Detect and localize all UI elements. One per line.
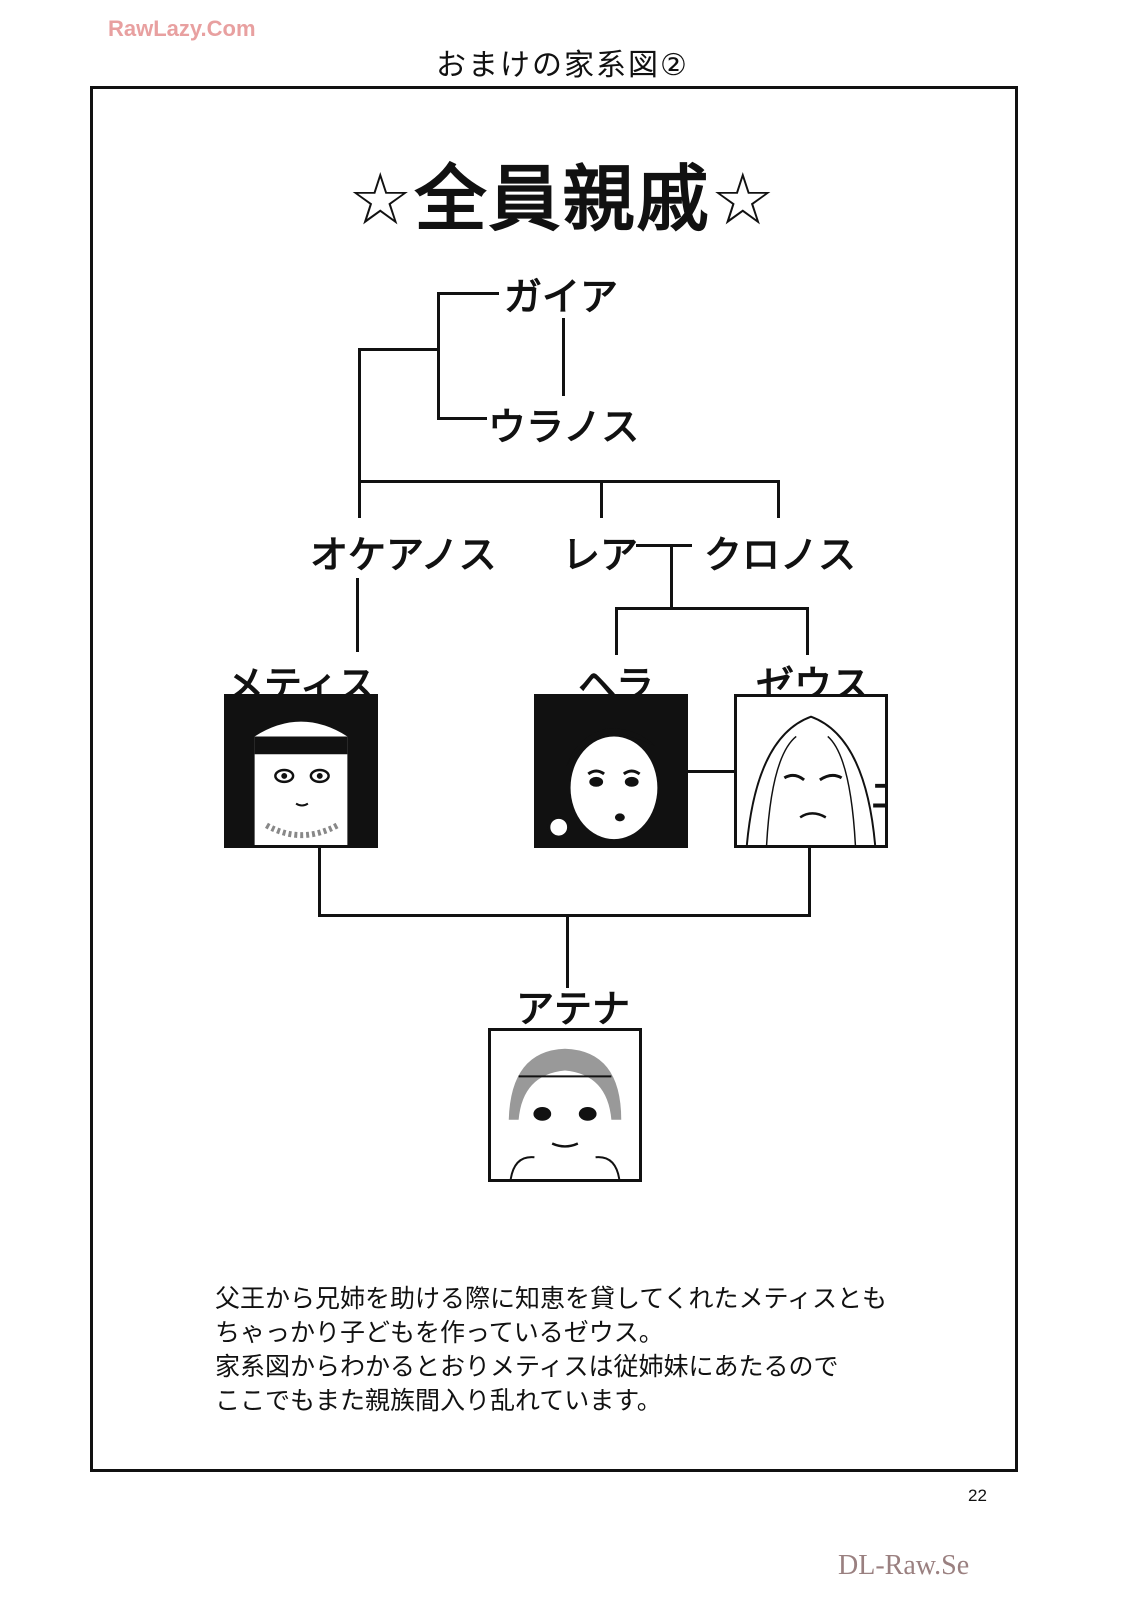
portrait-metis xyxy=(224,694,378,848)
caption-line: ここでもまた親族間入り乱れています。 xyxy=(215,1386,662,1415)
portrait-hera xyxy=(534,694,688,848)
caption-text: 父王から兄姉を助ける際に知恵を貸してくれたメティスとも ちゃっかり子どもを作って… xyxy=(215,1282,975,1418)
diagram-title: ☆全員親戚☆ xyxy=(347,157,778,241)
page-heading: おまけの家系図② xyxy=(436,48,689,83)
portrait-zeus xyxy=(734,694,888,848)
portrait-athena xyxy=(488,1028,642,1182)
caption-line: 父王から兄姉を助ける際に知恵を貸してくれたメティスとも xyxy=(215,1284,888,1313)
member-name-kronos: クロノス xyxy=(704,533,857,577)
caption-line: 家系図からわかるとおりメティスは従姉妹にあたるので xyxy=(215,1352,839,1381)
diagram-frame xyxy=(90,86,1018,1472)
member-name-rhea: レア xyxy=(562,533,639,577)
watermark-logo-top: RawLazy.Com xyxy=(108,16,256,41)
member-name-uranos: ウラノス xyxy=(488,405,640,449)
caption-line: ちゃっかり子どもを作っているゼウス。 xyxy=(215,1318,664,1347)
member-name-athena: アテナ xyxy=(516,987,631,1031)
member-name-okeanos: オケアノス xyxy=(310,533,497,577)
watermark-logo-bottom: DL-Raw.Se xyxy=(838,1550,970,1581)
member-name-gaia: ガイア xyxy=(504,275,619,319)
page-number: 22 xyxy=(968,1486,987,1505)
